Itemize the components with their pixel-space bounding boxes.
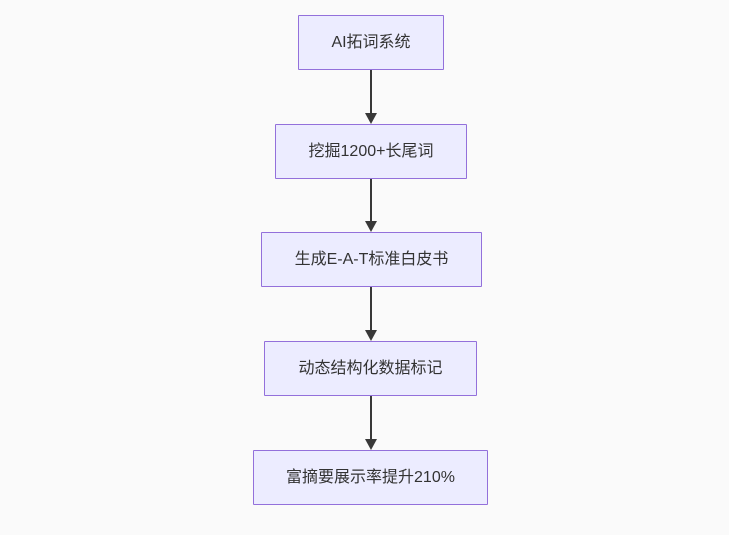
node-label: AI拓词系统: [331, 33, 411, 51]
arrow-down-icon: [365, 439, 377, 450]
node-label: 挖掘1200+长尾词: [308, 142, 434, 160]
flowchart-node-rich-snippet-rate-increase: 富摘要展示率提升210%: [253, 450, 488, 505]
node-label: 富摘要展示率提升210%: [286, 468, 455, 486]
arrow-line: [370, 70, 372, 113]
flow-arrow-1: [365, 70, 377, 124]
arrow-down-icon: [365, 221, 377, 232]
flowchart-node-generate-eat-whitepaper: 生成E-A-T标准白皮书: [261, 232, 482, 287]
flow-arrow-4: [365, 396, 377, 450]
arrow-down-icon: [365, 113, 377, 124]
flow-arrow-3: [365, 287, 377, 341]
flowchart-node-mine-longtail-keywords: 挖掘1200+长尾词: [275, 124, 467, 179]
arrow-line: [370, 396, 372, 439]
arrow-line: [370, 287, 372, 330]
flow-arrow-2: [365, 179, 377, 232]
flowchart-node-dynamic-structured-data-markup: 动态结构化数据标记: [264, 341, 477, 396]
node-label: 生成E-A-T标准白皮书: [294, 250, 449, 268]
arrow-down-icon: [365, 330, 377, 341]
node-label: 动态结构化数据标记: [298, 359, 443, 377]
arrow-line: [370, 179, 372, 221]
flowchart-node-ai-word-expansion-system: AI拓词系统: [298, 15, 444, 70]
